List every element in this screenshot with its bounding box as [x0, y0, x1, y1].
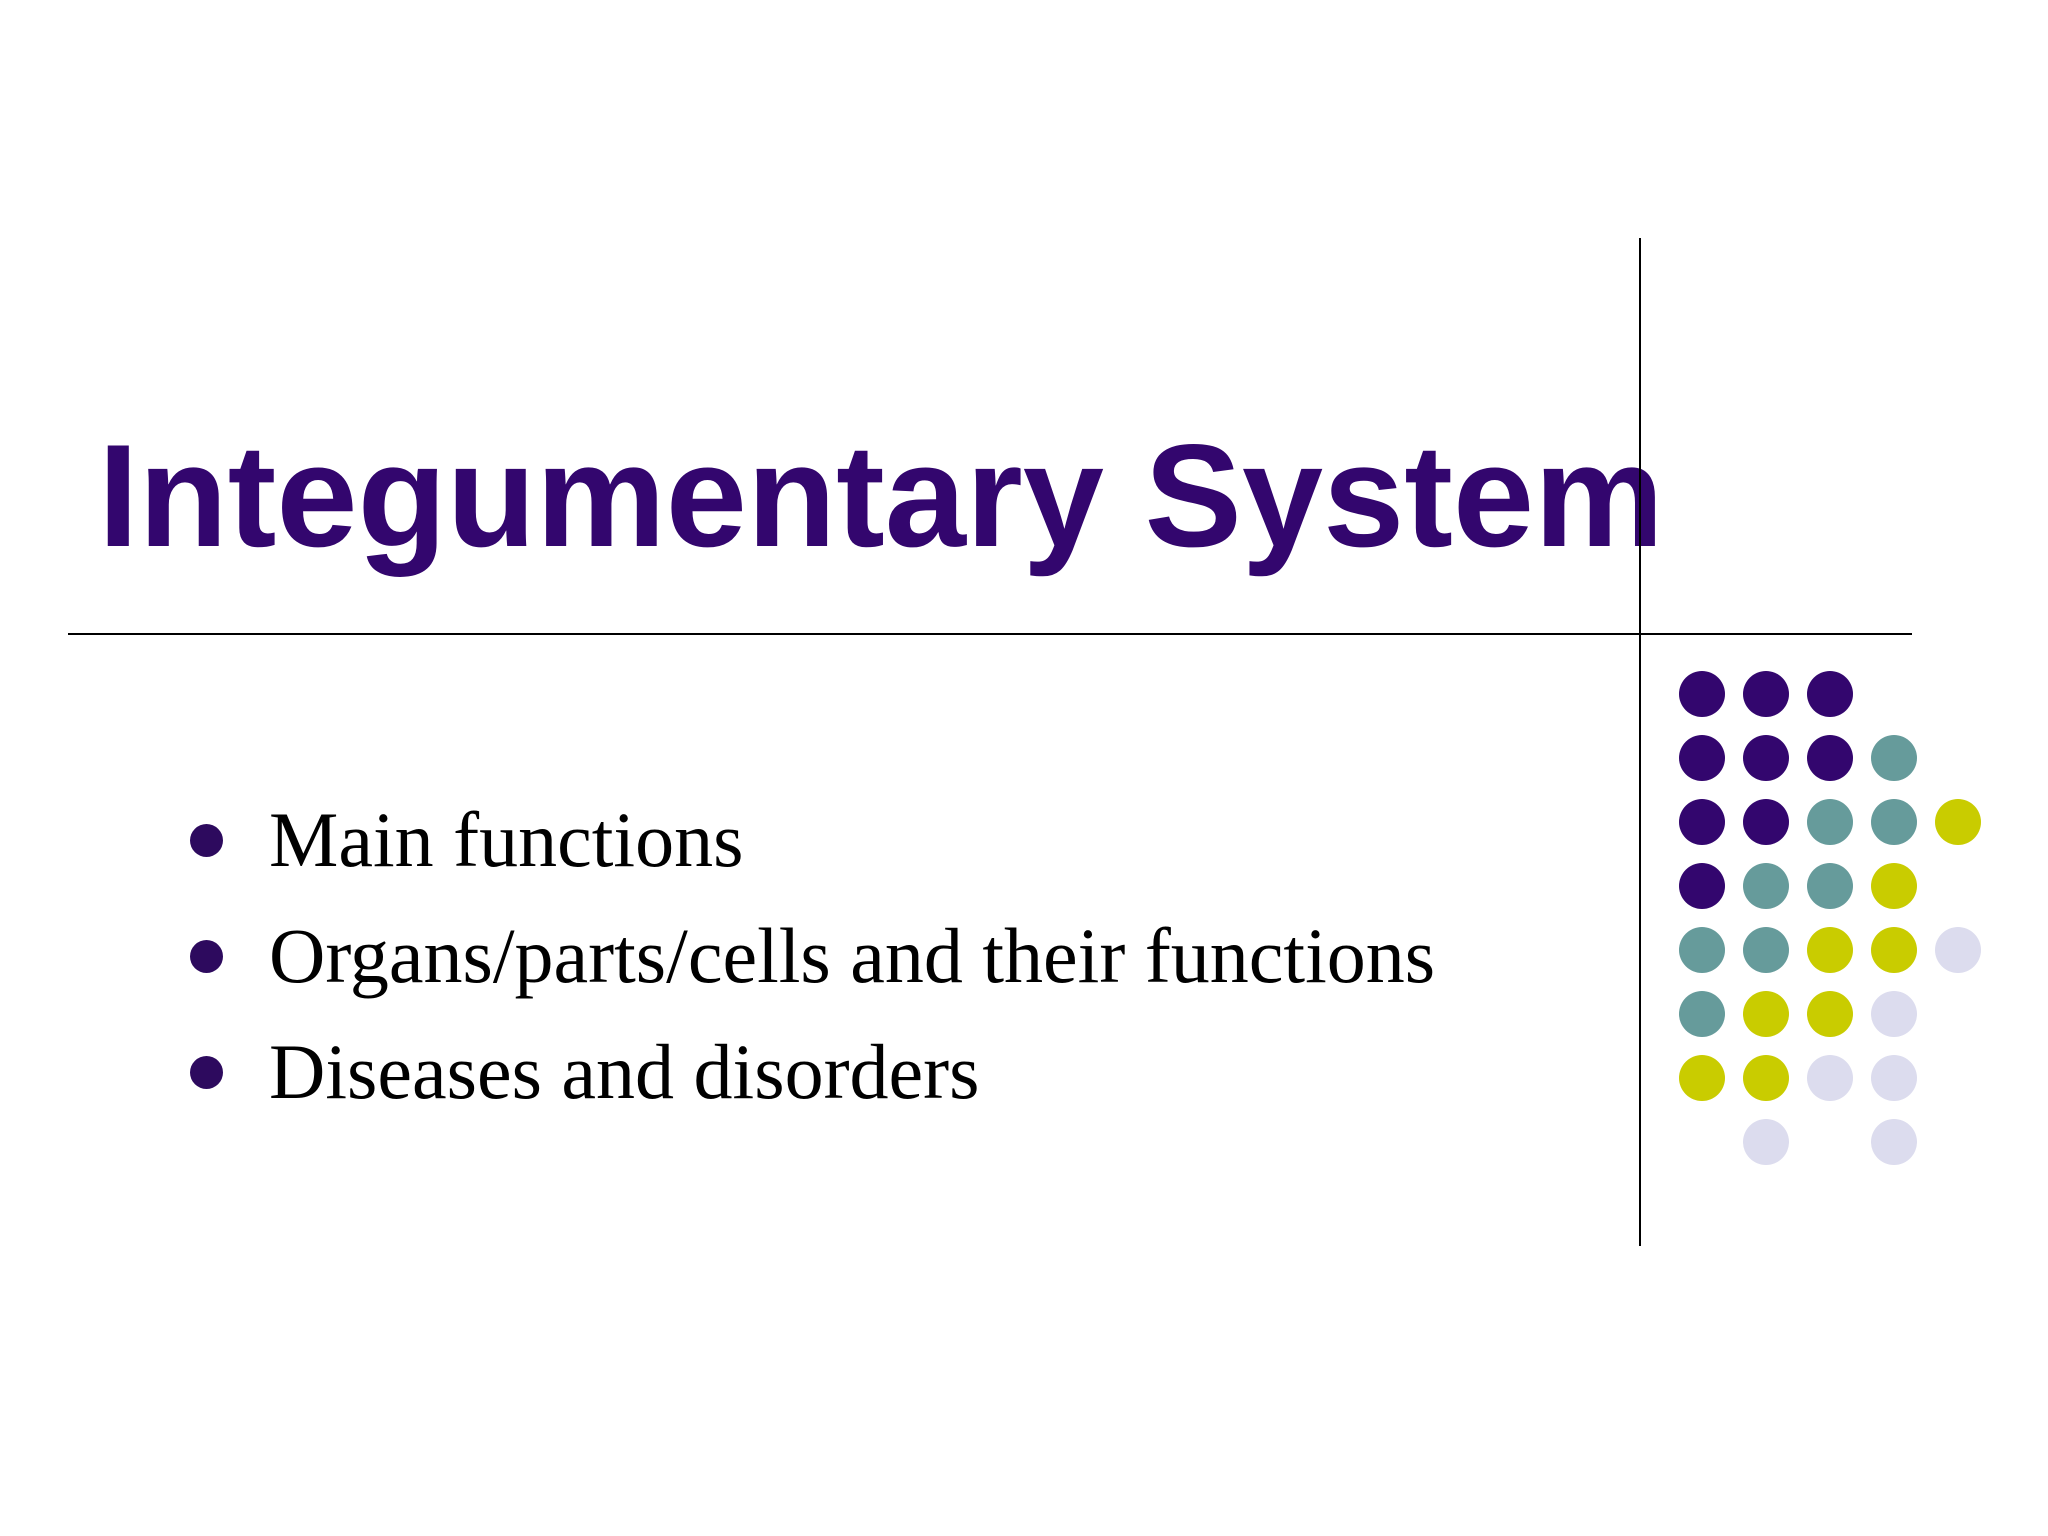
decorative-dot [1743, 991, 1789, 1037]
bullet-icon [190, 823, 223, 857]
bullet-item: Diseases and disorders [190, 1014, 1435, 1130]
decorative-dot [1743, 1055, 1789, 1101]
decorative-dot [1807, 799, 1853, 845]
bullet-text: Main functions [269, 796, 744, 883]
decorative-dot [1935, 927, 1981, 973]
bullet-list: Main functions Organs/parts/cells and th… [190, 782, 1435, 1130]
decorative-dot [1679, 735, 1725, 781]
decorative-dot [1871, 1119, 1917, 1165]
decorative-dot [1743, 863, 1789, 909]
decorative-dot [1807, 671, 1853, 717]
decorative-dot [1807, 1055, 1853, 1101]
bullet-item: Organs/parts/cells and their functions [190, 898, 1435, 1014]
decorative-dot [1679, 799, 1725, 845]
decorative-dot [1871, 735, 1917, 781]
decorative-dot [1679, 991, 1725, 1037]
decorative-dot [1807, 863, 1853, 909]
bullet-text: Diseases and disorders [269, 1028, 980, 1115]
decorative-dot [1807, 991, 1853, 1037]
decorative-dot-grid [1679, 671, 2001, 1165]
decorative-dot [1743, 735, 1789, 781]
decorative-dot [1743, 799, 1789, 845]
decorative-dot [1679, 863, 1725, 909]
decorative-dot [1871, 1055, 1917, 1101]
decorative-dot [1743, 927, 1789, 973]
bullet-item: Main functions [190, 782, 1435, 898]
horizontal-divider [68, 633, 1912, 635]
decorative-dot [1679, 671, 1725, 717]
bullet-text: Organs/parts/cells and their functions [269, 912, 1436, 999]
decorative-dot [1807, 735, 1853, 781]
bullet-icon [190, 939, 223, 973]
decorative-dot [1871, 799, 1917, 845]
decorative-dot [1871, 863, 1917, 909]
decorative-dot [1871, 991, 1917, 1037]
decorative-dot [1935, 799, 1981, 845]
decorative-dot [1743, 671, 1789, 717]
decorative-dot [1871, 927, 1917, 973]
slide-title: Integumentary System [98, 414, 1664, 577]
bullet-icon [190, 1055, 223, 1089]
decorative-dot [1679, 1055, 1725, 1101]
vertical-divider [1639, 238, 1641, 1246]
decorative-dot [1743, 1119, 1789, 1165]
decorative-dot [1679, 927, 1725, 973]
decorative-dot [1807, 927, 1853, 973]
